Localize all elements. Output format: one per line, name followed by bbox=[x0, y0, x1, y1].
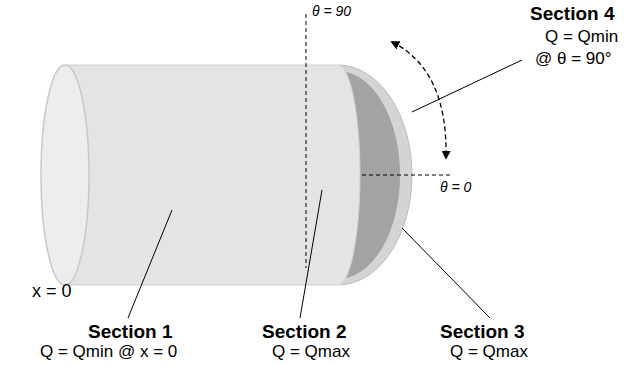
vertical-reference-line bbox=[306, 14, 307, 268]
section-value: Q = Qmax bbox=[450, 343, 528, 362]
cylinder-body bbox=[65, 65, 360, 285]
section-value: Q = Qmin @ x = 0 bbox=[40, 343, 177, 362]
section-title: Section 1 bbox=[88, 322, 172, 343]
angle-label: θ = 0 bbox=[440, 180, 471, 195]
position-label: x = 0 bbox=[32, 282, 72, 302]
section-title: Section 3 bbox=[440, 322, 524, 343]
horizontal-reference-line bbox=[362, 175, 452, 176]
section-value: Q = Qmin bbox=[545, 28, 618, 47]
section-value: @ θ = 90° bbox=[535, 50, 612, 69]
cylinder-left-face bbox=[41, 65, 89, 285]
section-value: Q = Qmax bbox=[272, 343, 350, 362]
leader-line bbox=[128, 210, 172, 318]
leader-line bbox=[402, 228, 490, 318]
leader-line bbox=[300, 190, 322, 318]
angle-label: θ = 90 bbox=[312, 4, 351, 19]
leader-line bbox=[412, 60, 522, 112]
section-title: Section 2 bbox=[262, 322, 346, 343]
section-title: Section 4 bbox=[530, 4, 614, 25]
